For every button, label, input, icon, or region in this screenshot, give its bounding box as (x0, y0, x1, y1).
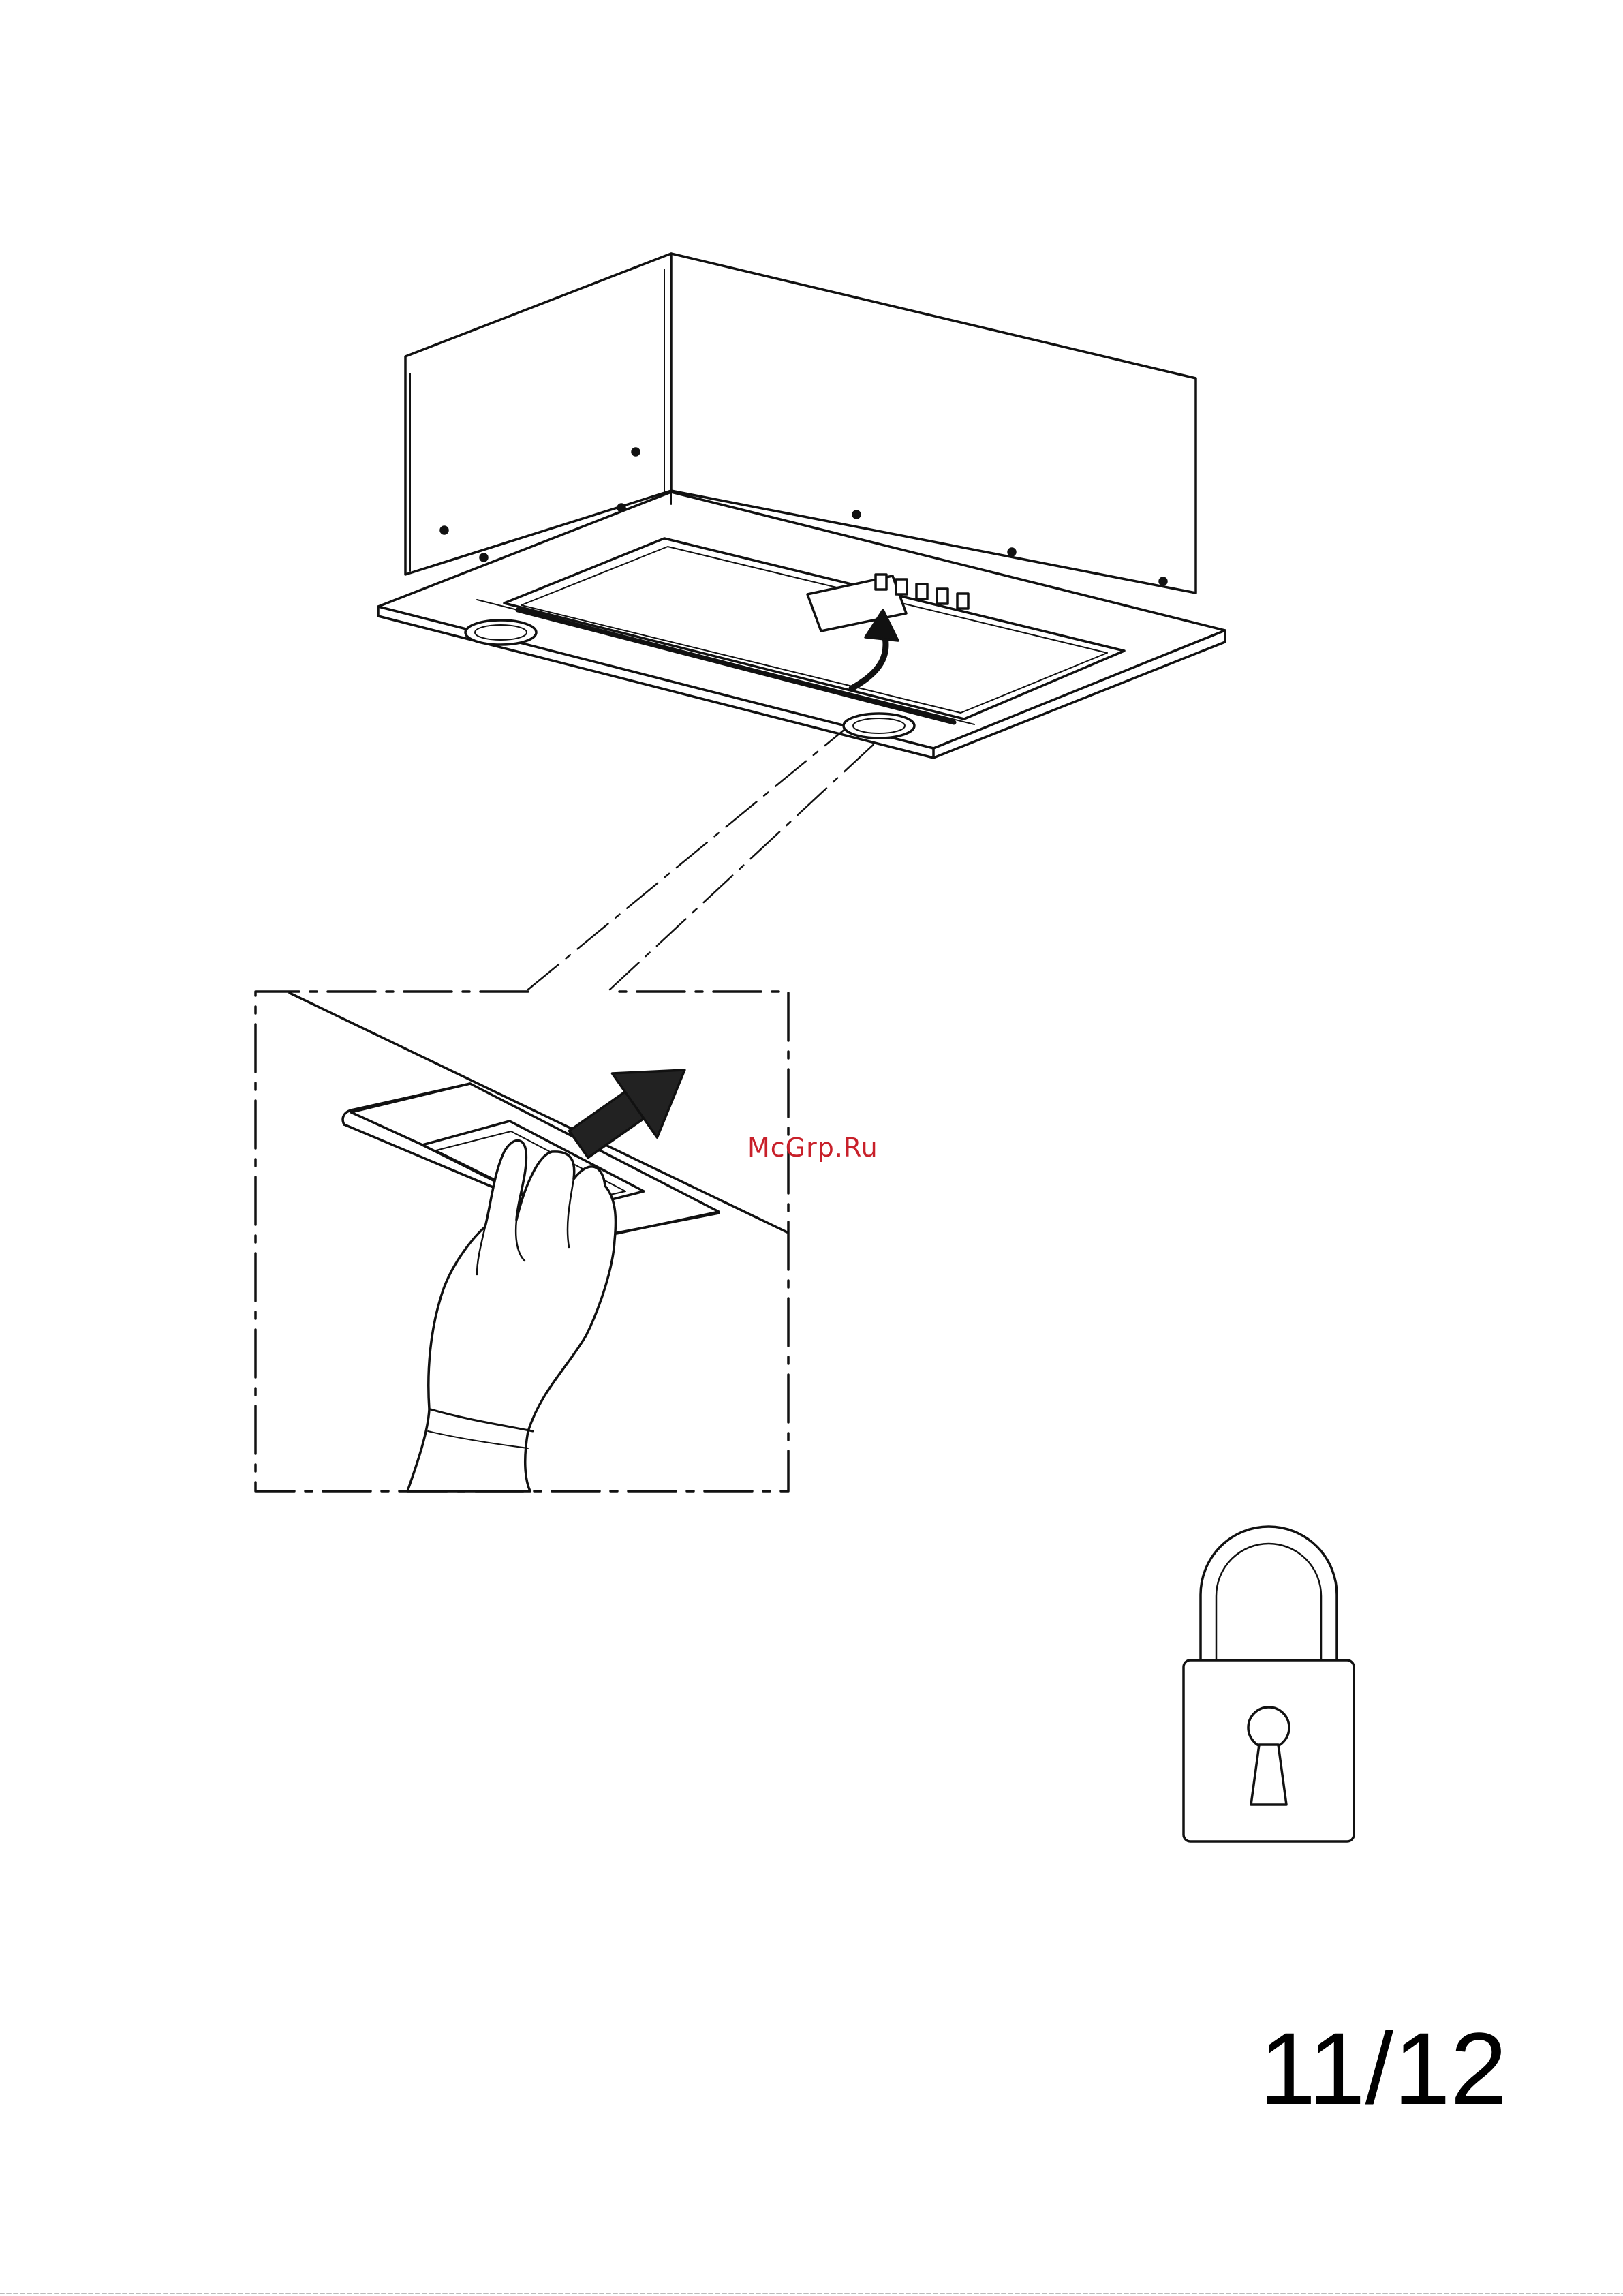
page-number: 11/12 (1259, 2017, 1507, 2119)
watermark-label: McGrp.Ru (747, 1133, 878, 1163)
detail-leader-lines (528, 729, 879, 990)
padlock-icon (1184, 1527, 1354, 1841)
filter-release-detail (256, 992, 788, 1491)
range-hood-icon (378, 254, 1225, 758)
